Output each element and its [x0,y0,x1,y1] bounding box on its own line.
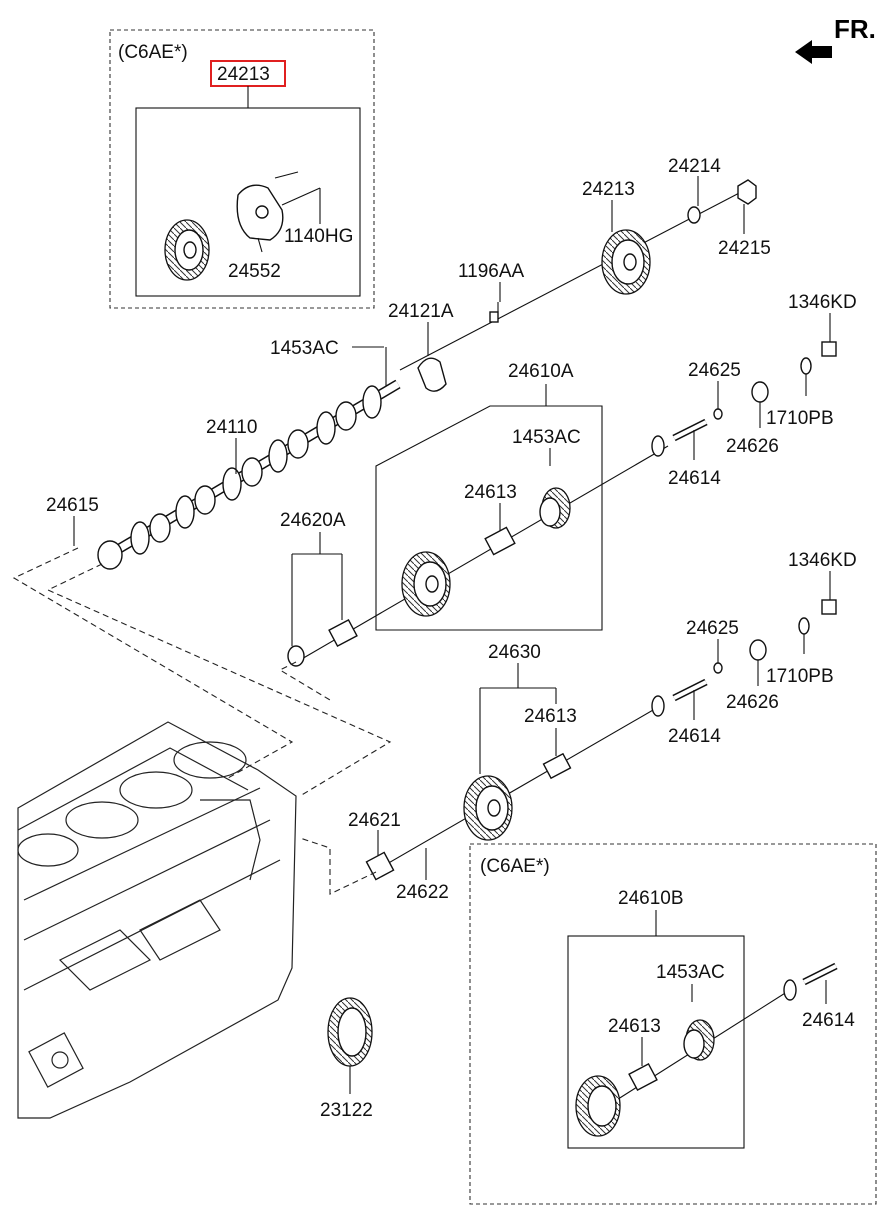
part-24626-b[interactable]: 24626 [726,692,779,713]
engine-block-icon [17,721,297,1119]
direction-label: FR. [834,14,876,44]
part-24625-b[interactable]: 24625 [686,618,739,639]
part-24630[interactable]: 24630 [488,642,541,663]
cam-gear-icon [164,219,210,281]
bushing-icon [484,526,516,556]
part-24110[interactable]: 24110 [206,417,257,438]
part-24620A[interactable]: 24620A [280,510,346,531]
thrust-flange-icon [417,357,447,392]
part-1453AC-a[interactable]: 1453AC [270,338,339,359]
shaft-upper-icon [651,341,837,457]
part-24613-a[interactable]: 24613 [464,482,517,503]
part-1346KD-b[interactable]: 1346KD [788,550,857,571]
bolt-icon [489,302,499,323]
part-24214[interactable]: 24214 [668,156,721,177]
part-24215[interactable]: 24215 [718,238,771,259]
thrust-plate-icon [236,184,284,241]
variant-box-top [109,29,375,309]
shaft-24614-c-icon [783,962,838,1001]
part-24613-c[interactable]: 24613 [608,1016,661,1037]
camshaft-icon [97,379,401,570]
front-arrow-icon [795,40,832,64]
part-1196AA[interactable]: 1196AA [458,261,525,282]
variant-box-bottom [469,843,877,1205]
part-23122[interactable]: 23122 [320,1100,373,1121]
part-24121A[interactable]: 24121A [388,301,454,322]
part-1710PB-b[interactable]: 1710PB [766,666,834,687]
part-24621[interactable]: 24621 [348,810,401,831]
shaft-24621-icon [365,851,395,881]
variant-label-bottom: (C6AE*) [480,856,550,877]
part-24622[interactable]: 24622 [396,882,449,903]
part-24615[interactable]: 24615 [46,495,99,516]
part-24625-a[interactable]: 24625 [688,360,741,381]
part-24610A[interactable]: 24610A [508,361,574,382]
part-1140HG[interactable]: 1140HG [284,226,353,247]
bushing-24613-c-icon [628,1062,658,1092]
part-24614-c[interactable]: 24614 [802,1010,855,1031]
bushing-24620A-icon [287,618,358,667]
variant-label-top: (C6AE*) [118,42,188,63]
nut-icon [737,179,757,205]
idler-gear-24630-icon [463,775,513,841]
assembly-box-top [135,107,361,297]
part-24213[interactable]: 24213 [582,179,635,200]
part-24213-highlighted[interactable]: 24213 [217,64,270,85]
crankshaft-gear-icon [327,997,373,1067]
part-24610B[interactable]: 24610B [618,888,684,909]
part-24552[interactable]: 24552 [228,261,281,282]
washer-icon [687,206,701,224]
part-1346KD-a[interactable]: 1346KD [788,292,857,313]
assembly-box-24610B [567,935,745,1149]
part-24614-b[interactable]: 24614 [668,726,721,747]
part-1453AC-b[interactable]: 1453AC [512,427,581,448]
idler-gear-small-b-icon [683,1019,715,1061]
part-24613-b[interactable]: 24613 [524,706,577,727]
part-1453AC-c[interactable]: 1453AC [656,962,725,983]
part-24626-a[interactable]: 24626 [726,436,779,457]
bushing-24613-b-icon [542,752,572,780]
assembly-box-24610A [375,405,603,631]
part-1710PB-a[interactable]: 1710PB [766,408,834,429]
shaft-lower-icon [651,599,837,717]
idler-gear-large-icon [401,551,451,617]
idler-gear-large-b-icon [575,1075,621,1137]
idler-gear-small-icon [539,487,571,529]
part-24614-a[interactable]: 24614 [668,468,721,489]
camshaft-gear-icon [601,229,651,295]
